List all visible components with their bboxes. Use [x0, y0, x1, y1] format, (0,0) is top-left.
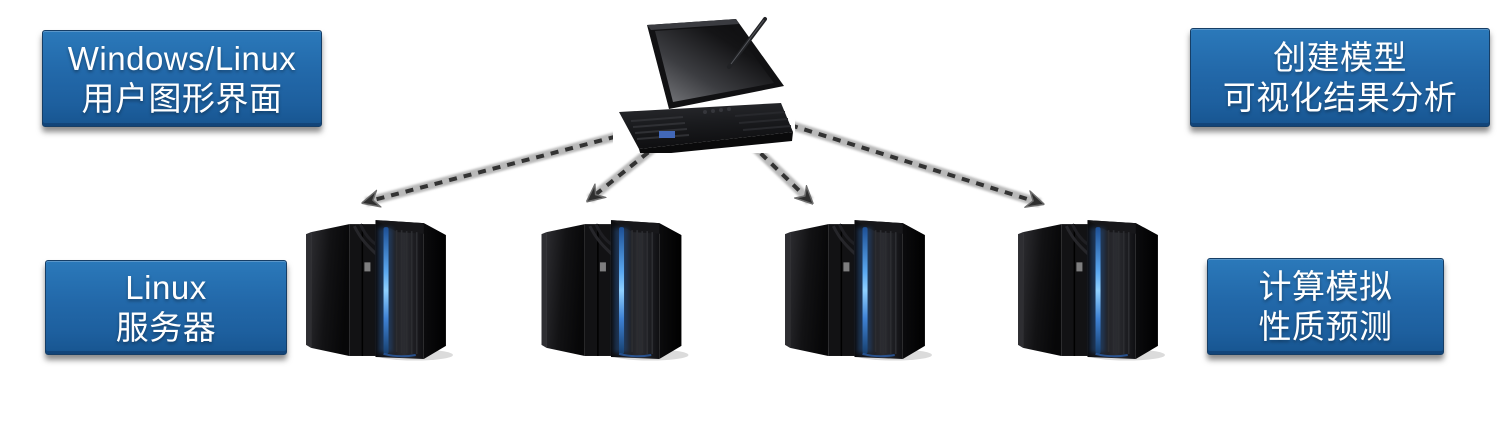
label-line: 服务器: [115, 308, 217, 346]
label-line: 用户图形界面: [81, 79, 283, 117]
label-line: 可视化结果分析: [1222, 78, 1458, 116]
label-linux-server: Linux 服务器: [45, 260, 287, 355]
tablet-laptop-icon: [613, 15, 795, 153]
label-line: Linux: [125, 268, 207, 306]
label-line: Windows/Linux: [67, 39, 297, 77]
server-node-2: [536, 208, 696, 361]
label-create-model-visualize: 创建模型 可视化结果分析: [1190, 28, 1490, 127]
connector-laptop-server-4: [788, 120, 1040, 203]
label-line: 性质预测: [1258, 307, 1393, 345]
mainframe-server-icon: [304, 208, 457, 361]
server-node-1: [304, 208, 457, 361]
laptop-client-node: [613, 15, 795, 153]
mainframe-server-icon: [783, 208, 936, 361]
server-node-3: [783, 208, 936, 361]
label-compute-simulation-prediction: 计算模拟 性质预测: [1207, 258, 1444, 355]
label-line: 创建模型: [1273, 38, 1407, 76]
label-windows-linux-gui: Windows/Linux 用户图形界面: [42, 30, 322, 127]
server-node-4: [1016, 208, 1169, 361]
mainframe-server-icon: [536, 208, 696, 361]
label-line: 计算模拟: [1258, 267, 1393, 305]
mainframe-server-icon: [1016, 208, 1169, 361]
